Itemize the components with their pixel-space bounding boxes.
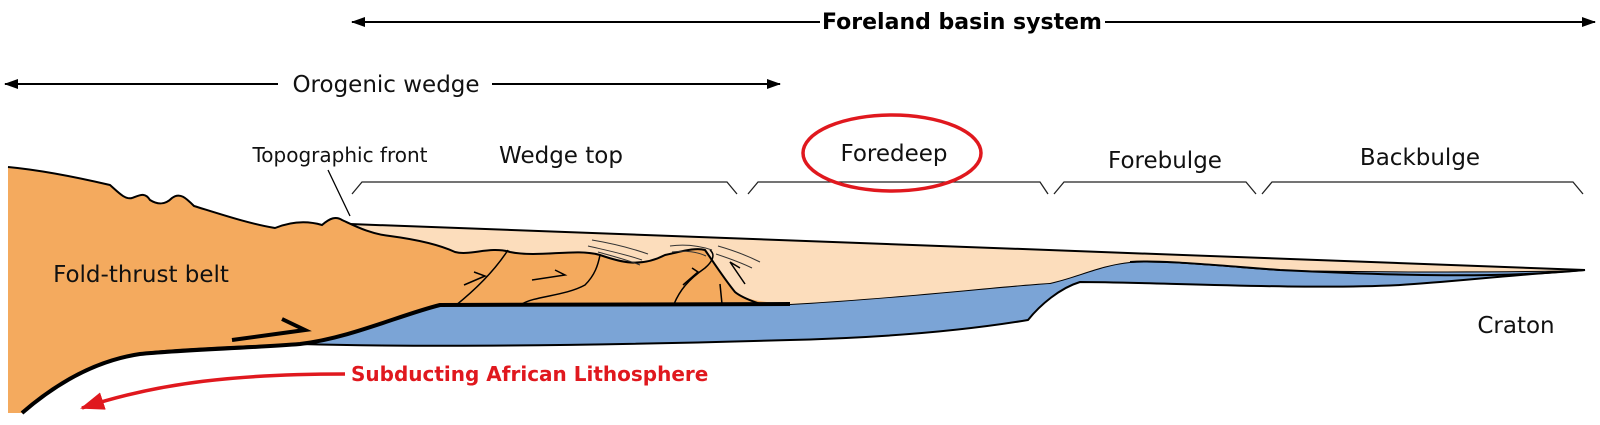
- growth-strata-2: [591, 239, 649, 255]
- basal-decollement: [20, 302, 791, 415]
- growth-strata-3: [597, 251, 641, 266]
- basin-base-line: [1129, 260, 1586, 277]
- backbulge-bracket: [1261, 181, 1584, 195]
- forebulge-label: Forebulge: [1108, 148, 1222, 174]
- subducting-lithosphere-label: Subducting African Lithosphere: [351, 362, 708, 386]
- growth-strata-1: [587, 245, 643, 261]
- thrust-arrow: [231, 317, 312, 342]
- subduction-arrow: [80, 372, 346, 410]
- wedge-top-bracket: [351, 181, 738, 195]
- foredeep-bracket: [747, 181, 1049, 195]
- slab-lower-boundary: [149, 343, 301, 353]
- foredeep-highlight-circle: [801, 113, 983, 193]
- foreland-basin-title: Foreland basin system: [822, 10, 1102, 35]
- thrust-fault-arrow-1: [463, 271, 488, 286]
- fold-thrust-belt-label: Fold-thrust belt: [53, 262, 229, 288]
- growth-strata-7: [715, 253, 753, 269]
- topographic-front-label: Topographic front: [251, 143, 427, 167]
- thrust-fault-arrow-3: [682, 267, 700, 286]
- thrust-fault-3: [673, 249, 714, 305]
- backbulge-label: Backbulge: [1360, 145, 1480, 171]
- growth-strata-5: [671, 250, 707, 257]
- growth-strata-6: [717, 245, 761, 263]
- orogenic-wedge-label: Orogenic wedge: [292, 72, 479, 98]
- growth-strata-4: [669, 244, 713, 251]
- forebulge-bracket: [1053, 181, 1257, 195]
- orogen-topography: [7, 166, 761, 305]
- thrust-fault-2: [521, 254, 601, 305]
- thrust-fault-4: [719, 283, 723, 305]
- thrust-fault-1: [454, 249, 509, 307]
- wedge-top-label: Wedge top: [499, 143, 623, 169]
- orogen-body: [8, 167, 790, 413]
- basin-top-surface: [349, 223, 1586, 271]
- topographic-front-leader: [327, 169, 351, 217]
- thrust-fault-arrow-4: [729, 261, 746, 285]
- craton-label: Craton: [1477, 313, 1554, 339]
- thrust-fault-arrow-2: [531, 269, 568, 281]
- foredeep-label: Foredeep: [840, 141, 947, 167]
